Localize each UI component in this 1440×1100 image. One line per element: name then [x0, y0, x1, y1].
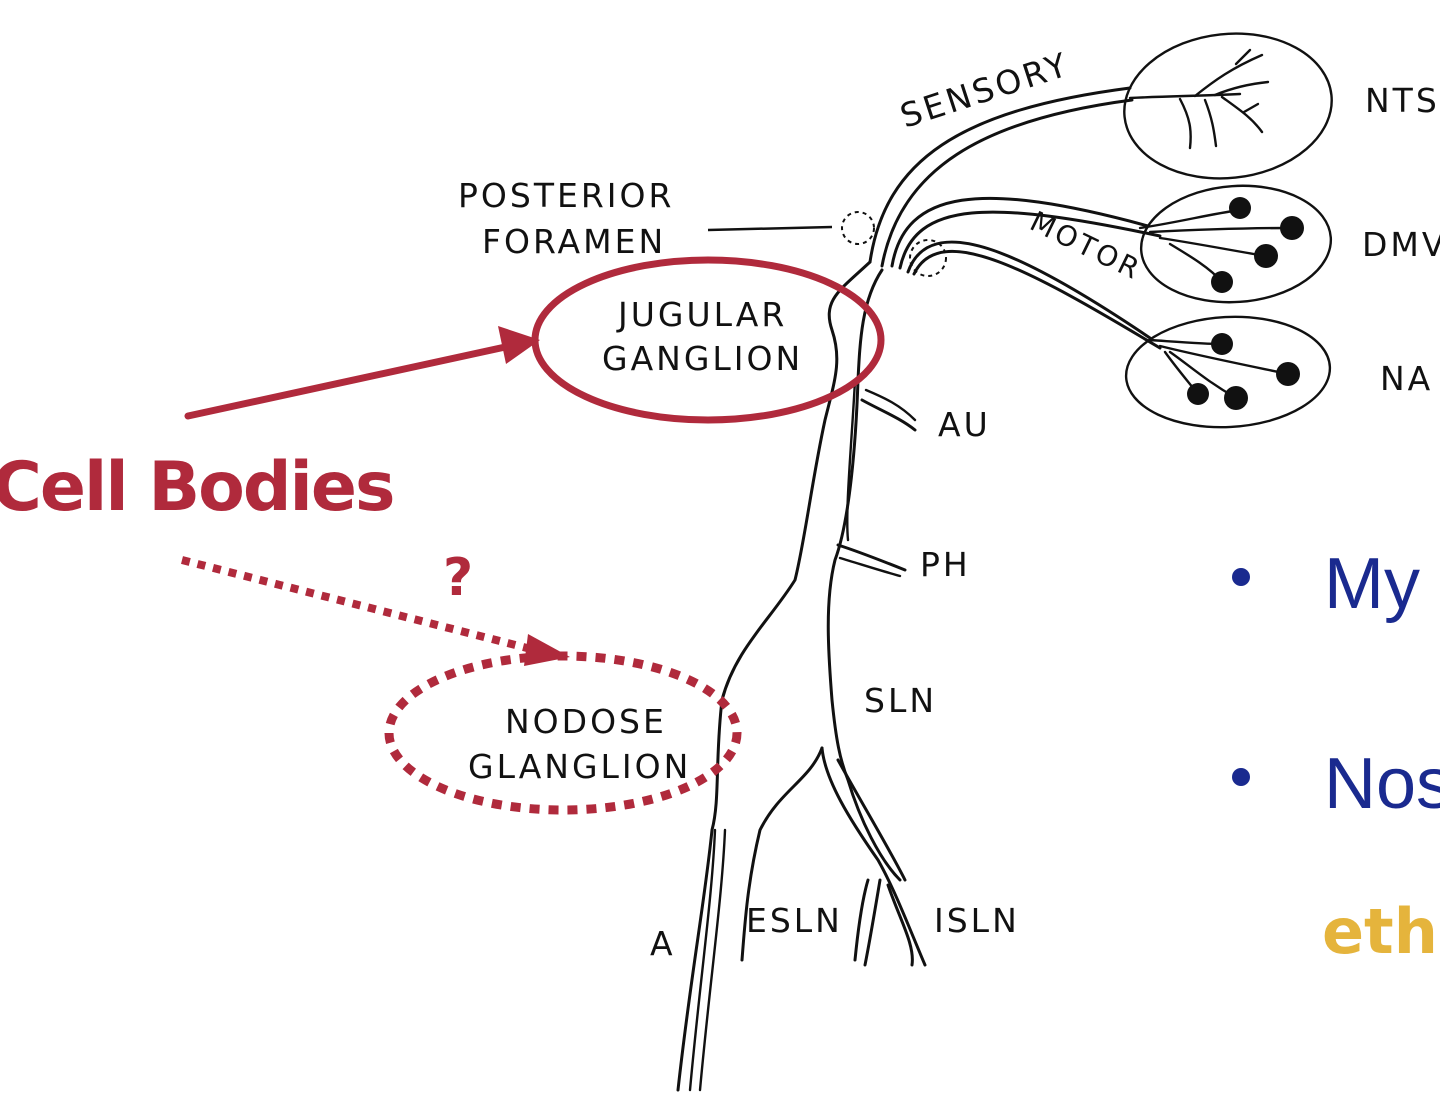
cell-bodies-arrow	[184, 326, 540, 420]
bullet-text: Nos	[1324, 744, 1440, 824]
branch-ph	[836, 543, 907, 572]
foramen-leader-line	[707, 225, 833, 232]
label-nodose: NODOSE	[505, 702, 667, 741]
motor-fibers	[890, 196, 1162, 350]
label-ganglion: GANGLION	[602, 339, 803, 378]
cell-bodies-annotation: Cell Bodies	[0, 448, 395, 527]
highlight-word: eth	[1322, 895, 1438, 968]
foramen-circle-right	[909, 239, 947, 277]
label-a: A	[650, 924, 676, 963]
label-esln: ESLN	[746, 901, 843, 940]
label-posterior: POSTERIOR	[458, 176, 674, 215]
bullet-dot	[1232, 768, 1250, 786]
label-dmv: DMV	[1362, 225, 1440, 264]
nucleus-dmv	[1138, 184, 1333, 304]
question-mark-annotation: ?	[443, 548, 474, 608]
nucleus-nts	[1123, 32, 1333, 180]
sensory-fibers	[868, 86, 1134, 268]
uncertain-arrow	[181, 556, 570, 666]
vagus-trunk	[676, 260, 902, 1092]
bullet-text: My	[1324, 544, 1420, 624]
foramen-circle-left	[841, 211, 875, 245]
label-isln: ISLN	[934, 901, 1020, 940]
label-motor: MOTOR	[1025, 205, 1147, 287]
label-jugular: JUGULAR	[616, 295, 787, 334]
bullet-dot	[1232, 568, 1250, 586]
branch-sln	[740, 746, 927, 967]
label-glanglion: GLANGLION	[468, 747, 691, 786]
label-sln: SLN	[864, 681, 937, 720]
nucleus-na	[1124, 315, 1332, 429]
branch-au	[860, 398, 917, 432]
label-na: NA	[1380, 359, 1433, 398]
label-au: AU	[938, 405, 991, 444]
label-nts: NTS	[1365, 81, 1440, 120]
label-foramen: FORAMEN	[482, 222, 666, 261]
label-ph: PH	[920, 545, 971, 584]
